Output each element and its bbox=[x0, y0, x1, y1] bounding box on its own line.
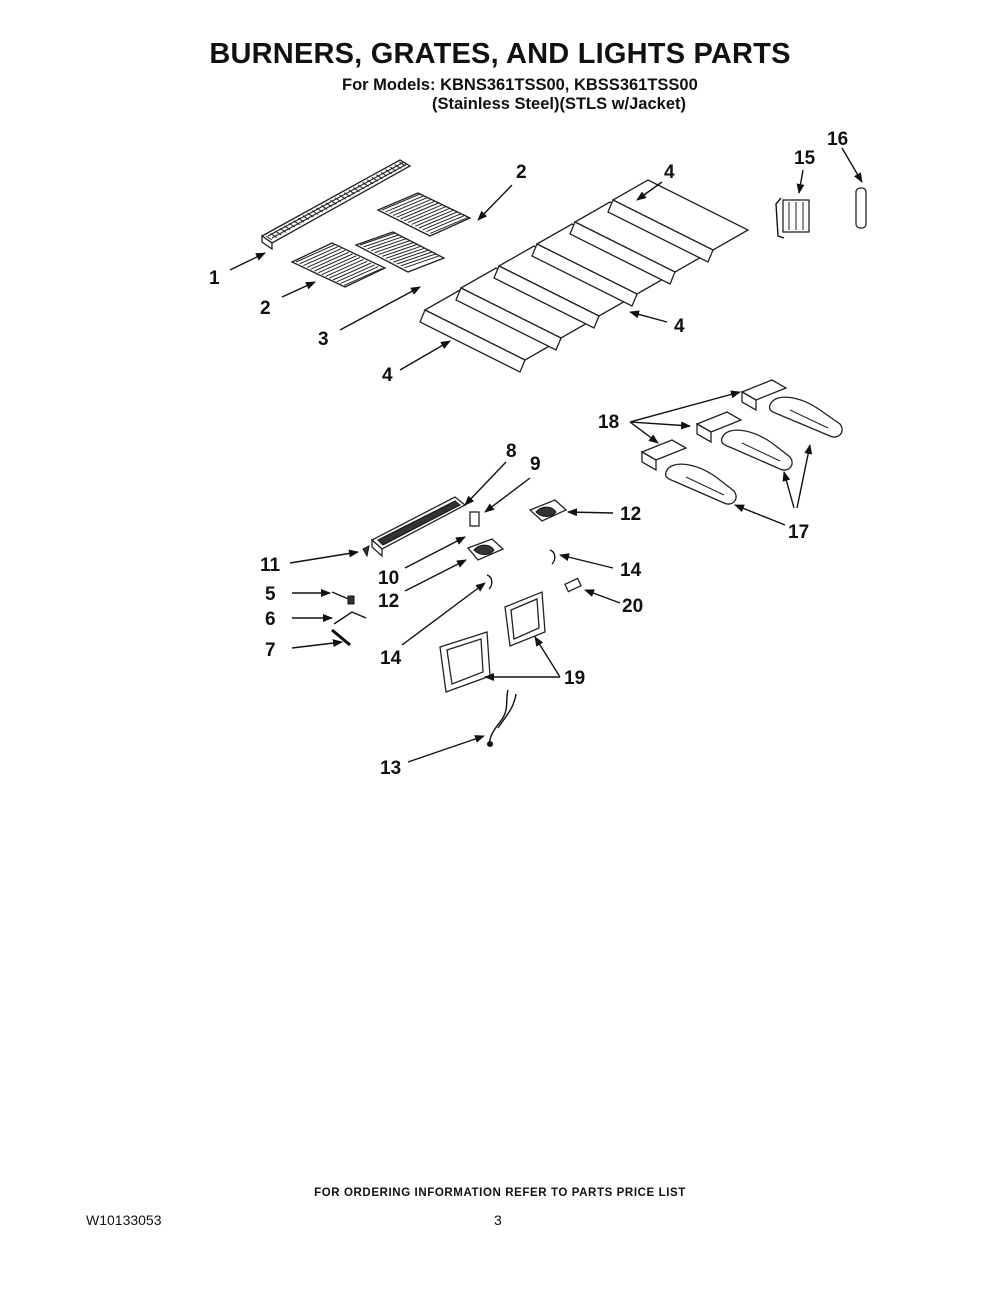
part-light-housing-right bbox=[528, 499, 568, 522]
part-burner-brackets bbox=[640, 379, 788, 472]
callout-12-left: 12 bbox=[378, 591, 399, 612]
page-number: 3 bbox=[494, 1212, 502, 1228]
callout-4-left: 4 bbox=[382, 365, 393, 386]
callout-2-upper: 2 bbox=[516, 162, 527, 183]
callout-3: 3 bbox=[318, 329, 329, 350]
model-numbers: For Models: KBNS361TSS00, KBSS361TSS00 bbox=[342, 76, 698, 94]
callout-10: 10 bbox=[378, 568, 399, 589]
part-burners bbox=[664, 396, 843, 505]
page-title: BURNERS, GRATES, AND LIGHTS PARTS bbox=[209, 38, 791, 70]
part-light-clip-left bbox=[486, 574, 493, 590]
part-light-housing-left bbox=[466, 538, 505, 561]
part-grate-lower bbox=[290, 242, 387, 288]
callout-7: 7 bbox=[265, 640, 276, 661]
callout-13: 13 bbox=[380, 758, 401, 779]
callout-17: 17 bbox=[788, 522, 809, 543]
part-rod bbox=[331, 628, 351, 647]
callout-5: 5 bbox=[265, 584, 276, 605]
callout-11: 11 bbox=[260, 555, 281, 576]
callout-14-left: 14 bbox=[380, 648, 402, 669]
part-light-frame-left bbox=[439, 631, 491, 693]
part-light-clip-right bbox=[549, 549, 556, 565]
callout-15: 15 bbox=[794, 148, 816, 169]
callout-8: 8 bbox=[506, 441, 517, 462]
part-griddle-grate bbox=[260, 159, 412, 251]
part-light-frame-right bbox=[504, 591, 546, 647]
model-variant: (Stainless Steel)(STLS w/Jacket) bbox=[432, 95, 687, 113]
part-vent-panel bbox=[370, 496, 467, 558]
part-grate-middle bbox=[354, 231, 446, 273]
part-spring-wire bbox=[333, 611, 367, 625]
part-flame-tamers bbox=[419, 179, 750, 373]
callout-14-right: 14 bbox=[620, 560, 642, 581]
part-valve-knob bbox=[331, 591, 355, 605]
part-clip bbox=[469, 511, 480, 527]
part-light-bulb bbox=[564, 577, 582, 593]
callout-2-lower: 2 bbox=[260, 298, 271, 319]
callout-6: 6 bbox=[265, 609, 276, 630]
callout-1: 1 bbox=[209, 268, 220, 289]
callout-20: 20 bbox=[622, 596, 643, 617]
part-ignitor-tube bbox=[855, 187, 867, 229]
document-number: W10133053 bbox=[86, 1212, 162, 1228]
part-ignitor-bracket bbox=[775, 197, 810, 239]
callout-12-right: 12 bbox=[620, 504, 641, 525]
callout-4-right: 4 bbox=[674, 316, 685, 337]
part-screw bbox=[362, 545, 370, 558]
callout-18: 18 bbox=[598, 412, 619, 433]
leader-lines bbox=[229, 147, 863, 763]
callout-9: 9 bbox=[530, 454, 541, 475]
callout-4-top: 4 bbox=[664, 162, 675, 183]
part-wire-harness bbox=[487, 689, 517, 747]
part-grate-upper bbox=[376, 192, 472, 237]
ordering-note: FOR ORDERING INFORMATION REFER TO PARTS … bbox=[314, 1187, 686, 1199]
callout-16: 16 bbox=[827, 129, 848, 150]
callout-19: 19 bbox=[564, 668, 585, 689]
